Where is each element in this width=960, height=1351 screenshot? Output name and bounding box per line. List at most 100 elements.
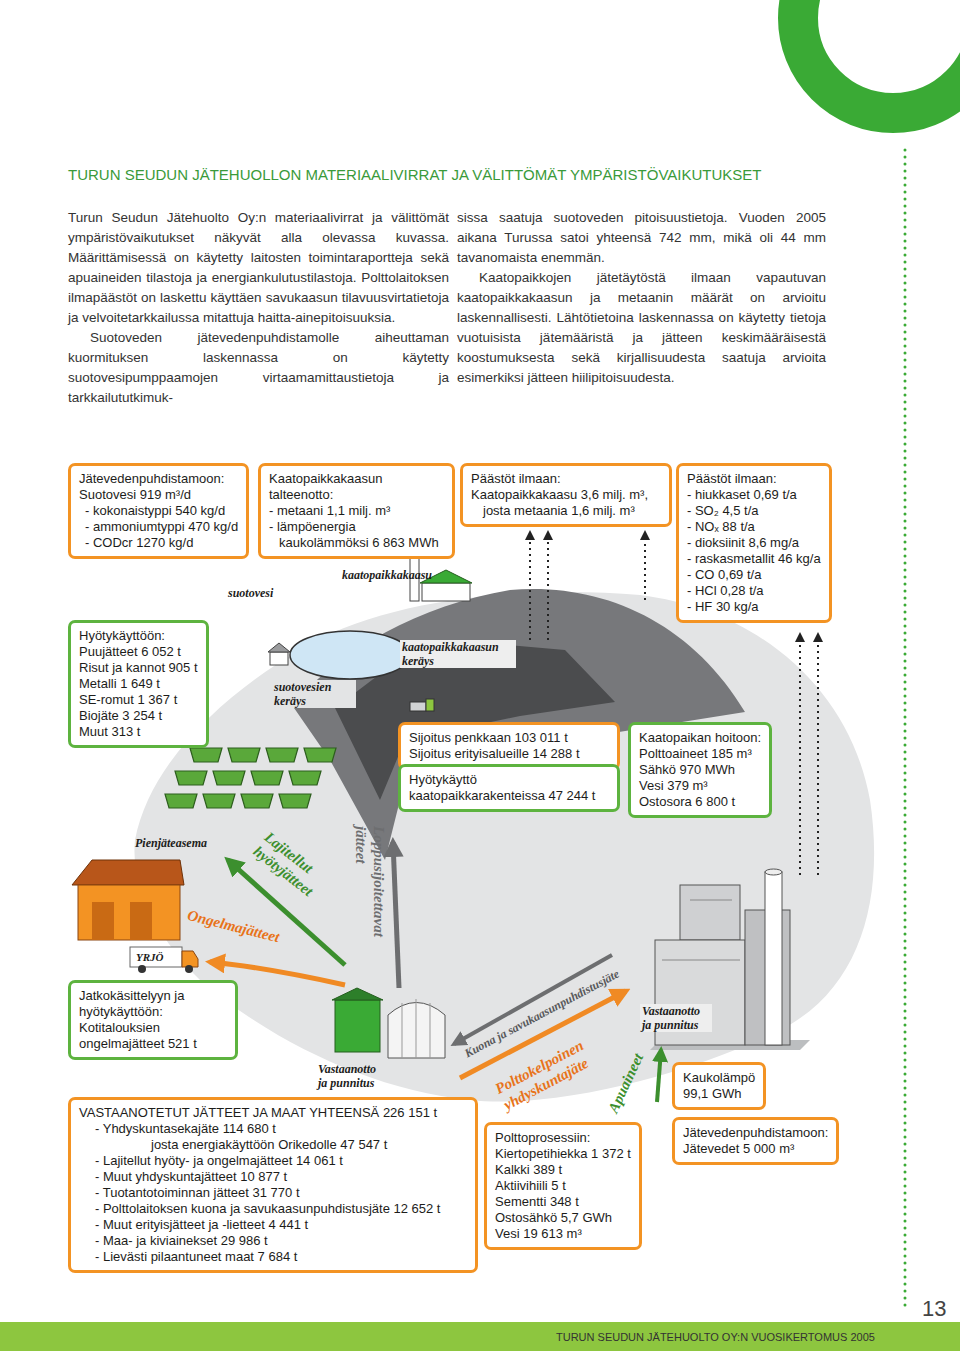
decor-ring <box>798 0 960 113</box>
box-line: josta energiakäyttöön Orikedolle 47 547 … <box>79 1137 467 1153</box>
data-box: Jätevedenpuhdistamoon:Jätevedet 5 000 m³ <box>672 1117 839 1165</box>
page-number: 13 <box>922 1296 946 1322</box>
truck-body <box>130 947 182 967</box>
box-line: Sijoitus erityisalueille 14 288 t <box>409 746 609 762</box>
box-line: - Lievästi pilaantuneet maat 7 684 t <box>79 1249 467 1265</box>
box-line: Risut ja kannot 905 t <box>79 660 198 676</box>
reuse-box: Hyötykäyttö kaatopaikkarakenteissa 47 24… <box>398 764 620 812</box>
site-label: Vastaanotto ja punnitus <box>640 1004 712 1032</box>
box-line: - Yhdyskuntasekajäte 114 680 t <box>79 1121 467 1137</box>
data-box: Kaukolämpö99,1 GWh <box>672 1062 766 1110</box>
truck-wheel <box>138 965 146 973</box>
box-line: - Tuotantotoiminnan jätteet 31 770 t <box>79 1185 467 1201</box>
body-paragraph: Suotoveden jätevedenpuhdistamolle aiheut… <box>68 328 449 408</box>
data-box: Polttoprosessiin:Kiertopetihiekka 1 372 … <box>484 1122 642 1250</box>
box-line: - Polttolaitoksen kuona ja savukaasunpuh… <box>79 1201 467 1217</box>
reuse-box: Kaatopaikan hoitoon:Polttoaineet 185 m³S… <box>628 722 772 818</box>
box-heading: Jätevedenpuhdistamoon: <box>683 1125 828 1141</box>
plant-chimney-top <box>765 869 782 875</box>
text-column: Turun Seudun Jätehuolto Oy:n materiaaliv… <box>68 208 449 408</box>
box-line: - Muut yhdyskuntajätteet 10 877 t <box>79 1169 467 1185</box>
box-heading: VASTAANOTETUT JÄTTEET JA MAAT YHTEENSÄ 2… <box>79 1105 467 1121</box>
text-column: sissa saatuja suotoveden pitoisuustietoj… <box>457 208 826 388</box>
page-title: TURUN SEUDUN JÄTEHUOLLON MATERIAALIVIRRA… <box>68 166 761 184</box>
emission-arrow <box>644 534 646 600</box>
box-heading: Jatkokäsittelyyn ja hyötykäyttöön: <box>79 988 227 1020</box>
containers <box>165 748 336 808</box>
truck-wheel <box>185 965 193 973</box>
station-roof <box>72 860 184 885</box>
flow-arrow-ash <box>454 955 612 1044</box>
data-box: VASTAANOTETUT JÄTTEET JA MAAT YHTEENSÄ 2… <box>68 1097 478 1273</box>
pump-hut-roof <box>268 643 290 652</box>
box-line: Kiertopetihiekka 1 372 t <box>495 1146 631 1162</box>
box-line: Ostosähkö 5,7 GWh <box>495 1210 631 1226</box>
reception-shed <box>335 1000 380 1052</box>
box-line: Sähkö 970 MWh <box>639 762 761 778</box>
ground-area <box>134 592 874 1101</box>
site-label: suotovesi <box>228 586 273 600</box>
data-box: Päästöt ilmaan:Kaatopaikkakaasu 3,6 milj… <box>460 463 672 527</box>
box-line: - Muut erityisjätteet ja -lietteet 4 441… <box>79 1217 467 1233</box>
body-paragraph: sissa saatuja suotoveden pitoisuustietoj… <box>457 208 826 268</box>
reuse-box: Hyötykäyttöön:Puujätteet 6 052 tRisut ja… <box>68 620 209 748</box>
emission-arrow <box>799 636 801 875</box>
box-heading: Hyötykäyttö kaatopaikkarakenteissa 47 24… <box>409 772 609 804</box>
box-line: 99,1 GWh <box>683 1086 755 1102</box>
tunnel-rib <box>402 1003 403 1058</box>
station-wall <box>78 885 180 940</box>
box-line: - Maa- ja kiviainekset 29 986 t <box>79 1233 467 1249</box>
box-line: - NOₓ 88 t/a <box>687 519 821 535</box>
tunnel-rib <box>416 999 417 1058</box>
box-line: Kaatopaikkakaasu 3,6 milj. m³, josta met… <box>471 487 661 519</box>
box-line: - raskasmetallit 46 kg/a <box>687 551 821 567</box>
footer-text: TURUN SEUDUN JÄTEHUOLTO OY:N VUOSIKERTOM… <box>556 1331 875 1344</box>
container <box>203 794 235 808</box>
box-line: Kalkki 389 t <box>495 1162 631 1178</box>
container <box>304 748 336 762</box>
box-line: Polttoaineet 185 m³ <box>639 746 761 762</box>
data-box: Jätevedenpuhdistamoon:Suotovesi 919 m³/d… <box>68 463 249 559</box>
site-label: suotovesien keräys <box>272 680 356 708</box>
footer-band <box>0 1322 960 1351</box>
box-line: SE-romut 1 367 t <box>79 692 198 708</box>
box-heading: Päästöt ilmaan: <box>687 471 821 487</box>
data-box: Sijoitus penkkaan 103 011 tSijoitus erit… <box>398 722 620 770</box>
emission-arrow <box>547 534 549 640</box>
reuse-box: Jatkokäsittelyyn ja hyötykäyttöön:Kotita… <box>68 980 238 1060</box>
box-line: - metaani 1,1 milj. m³ <box>269 503 444 519</box>
station-door <box>92 902 114 940</box>
box-line: - HCl 0,28 t/a <box>687 583 821 599</box>
site-label: Vastaanotto ja punnitus <box>318 1062 388 1090</box>
box-heading: Sijoitus penkkaan 103 011 t <box>409 730 609 746</box>
dotted-rule <box>904 150 907 1312</box>
box-heading: Jätevedenpuhdistamoon: <box>79 471 238 487</box>
box-line: Biojäte 3 254 t <box>79 708 198 724</box>
emission-arrow <box>817 636 819 875</box>
box-line: - ammoniumtyppi 470 kg/d <box>79 519 238 535</box>
container <box>251 771 283 785</box>
site-label: Pienjäteasema <box>135 836 207 850</box>
emission-arrow <box>529 534 531 640</box>
box-line: - kokonaistyppi 540 kg/d <box>79 503 238 519</box>
box-heading: Kaukolämpö <box>683 1070 755 1086</box>
box-line: Jätevedet 5 000 m³ <box>683 1141 828 1157</box>
container <box>289 771 321 785</box>
box-line: - CO 0,69 t/a <box>687 567 821 583</box>
plant-window <box>662 960 740 961</box>
box-line: Suotovesi 919 m³/d <box>79 487 238 503</box>
box-heading: Kaatopaikan hoitoon: <box>639 730 761 746</box>
box-line: Muut 313 t <box>79 724 198 740</box>
truck-cab <box>182 951 198 967</box>
box-line: - SO₂ 4,5 t/a <box>687 503 821 519</box>
container <box>266 748 298 762</box>
box-line: Sementti 348 t <box>495 1194 631 1210</box>
box-line: - CODcr 1270 kg/d <box>79 535 238 551</box>
tunnel-rib <box>430 1003 431 1058</box>
site-label: kaatopaikkakaasun keräys <box>400 640 516 668</box>
reception-shed-roof <box>332 988 383 1000</box>
mound-truck-cab <box>426 699 434 711</box>
plant-tower <box>680 885 740 940</box>
container <box>279 794 311 808</box>
